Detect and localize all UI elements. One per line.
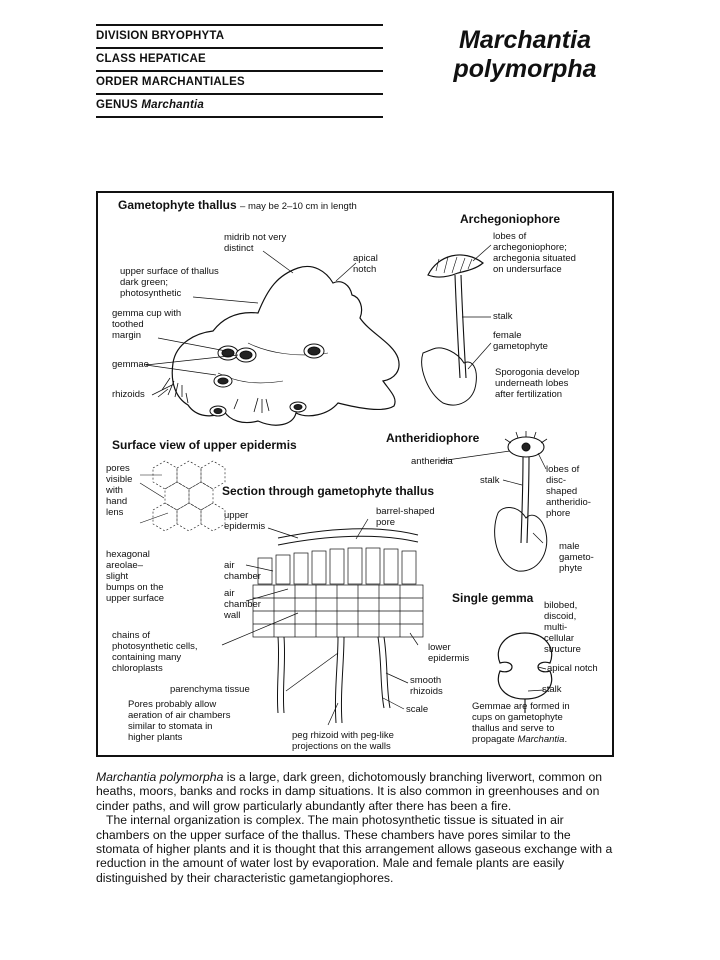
archegoniophore-heading: Archegoniophore xyxy=(460,212,560,226)
class-label: CLASS HEPATICAE xyxy=(96,47,383,70)
label-gemma-stalk: stalk xyxy=(542,684,562,695)
genus-name: Marchantia xyxy=(141,99,204,111)
label-scale: scale xyxy=(406,704,428,715)
label-air-chamber: air chamber xyxy=(224,560,261,582)
label-antheridiophore-stalk: stalk xyxy=(480,475,500,486)
label-antheridia: antheridia xyxy=(411,456,453,467)
species-title-line2: polymorpha xyxy=(420,55,630,84)
order-label: ORDER MARCHANTIALES xyxy=(96,70,383,93)
label-parenchyma: parenchyma tissue xyxy=(170,684,250,695)
label-lower-epidermis: lower epidermis xyxy=(428,642,469,664)
label-gemma-note: Gemmae are formed in cups on gametophyte… xyxy=(472,701,570,745)
section-heading: Section through gametophyte thallus xyxy=(222,484,434,498)
gemma-note-genus: Marchantia xyxy=(517,734,564,745)
paragraph-2: The internal organization is complex. Th… xyxy=(96,813,616,885)
species-title-line1: Marchantia xyxy=(420,26,630,55)
label-gemma-cup: gemma cup with toothed margin xyxy=(112,308,181,341)
gemma-note-end: . xyxy=(564,734,567,745)
label-barrel-pore: barrel-shaped pore xyxy=(376,506,435,528)
label-archegoniophore-lobes: lobes of archegoniophore; archegonia sit… xyxy=(493,231,576,275)
surface-view-heading: Surface view of upper epidermis xyxy=(112,438,297,452)
section-drawing xyxy=(222,519,423,725)
label-archegoniophore-stalk: stalk xyxy=(493,311,513,322)
gemma-heading: Single gemma xyxy=(452,591,533,605)
surface-view-leaders xyxy=(140,475,168,523)
archegoniophore-drawing xyxy=(422,245,491,405)
label-bilobed: bilobed, discoid, multi- cellular struct… xyxy=(544,600,581,655)
label-pores: pores visible with hand lens xyxy=(106,463,132,518)
label-chains: chains of photosynthetic cells, containi… xyxy=(112,630,198,674)
label-gemma-apical-notch: apical notch xyxy=(547,663,598,674)
thallus-heading: Gametophyte thallus – may be 2–10 cm in … xyxy=(118,198,357,214)
label-male-gametophyte: male gameto- phyte xyxy=(559,541,594,574)
label-midrib: midrib not very distinct xyxy=(224,232,286,254)
thallus-length-note: – may be 2–10 cm in length xyxy=(240,201,357,212)
label-upper-surface: upper surface of thallus dark green; pho… xyxy=(120,266,219,299)
label-smooth-rhizoids: smooth rhizoids xyxy=(410,675,443,697)
label-gemmae: gemmae xyxy=(112,359,149,370)
figure-panel: Gametophyte thallus – may be 2–10 cm in … xyxy=(96,191,614,757)
taxonomy-block: DIVISION BRYOPHYTA CLASS HEPATICAE ORDER… xyxy=(96,24,383,118)
label-antheridiophore-lobes: lobes of disc- shaped antheridio- phore xyxy=(546,464,591,519)
division-label: DIVISION BRYOPHYTA xyxy=(96,24,383,47)
label-female-gametophyte: female gametophyte xyxy=(493,330,548,352)
label-hexagonal-areolae: hexagonal areolae– slight bumps on the u… xyxy=(106,549,164,604)
label-peg-rhizoid: peg rhizoid with peg-like projections on… xyxy=(292,730,394,752)
thallus-heading-text: Gametophyte thallus xyxy=(118,198,237,212)
antheridiophore-drawing xyxy=(440,431,547,571)
label-upper-epidermis: upper epidermis xyxy=(224,510,265,532)
label-apical-notch: apical notch xyxy=(353,253,378,275)
species-title: Marchantia polymorpha xyxy=(420,26,630,84)
paragraph-1-lead: Marchantia polymorpha xyxy=(96,770,223,784)
genus-row: GENUS Marchantia xyxy=(96,93,383,118)
paragraph-1: Marchantia polymorpha is a large, dark g… xyxy=(96,770,616,813)
description-text: Marchantia polymorpha is a large, dark g… xyxy=(96,770,616,885)
label-sporogonia: Sporogonia develop underneath lobes afte… xyxy=(495,367,580,400)
genus-label: GENUS xyxy=(96,99,138,111)
surface-view-drawing xyxy=(153,461,225,531)
antheridiophore-heading: Antheridiophore xyxy=(386,431,479,445)
label-air-chamber-wall: air chamber wall xyxy=(224,588,261,621)
label-rhizoids: rhizoids xyxy=(112,389,145,400)
label-pores-note: Pores probably allow aeration of air cha… xyxy=(128,699,230,743)
